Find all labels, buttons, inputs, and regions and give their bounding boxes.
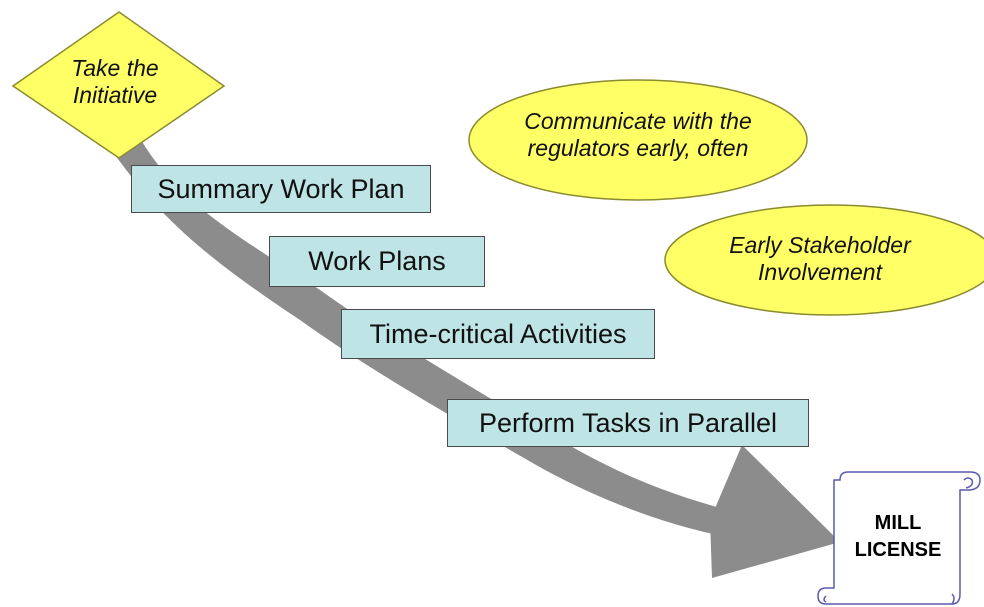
step-time-critical-activities: Time-critical Activities [341, 309, 655, 359]
license-line-2: LICENSE [854, 539, 942, 561]
stakeholder-line-2: Involvement [757, 259, 882, 286]
communicate-line-2: regulators early, often [527, 135, 749, 162]
start-line-2: Initiative [72, 82, 158, 109]
stakeholder-label: Early Stakeholder Involvement [680, 232, 960, 286]
start-diamond-label: Take the Initiative [40, 55, 190, 109]
communicate-label: Communicate with the regulators early, o… [478, 108, 798, 162]
stakeholder-ellipse [664, 204, 984, 316]
flow-arrow-head [710, 445, 840, 578]
license-scroll [817, 471, 981, 605]
license-label: MILL LICENSE [838, 510, 958, 564]
step-perform-tasks-in-parallel: Perform Tasks in Parallel [447, 399, 809, 447]
start-diamond [11, 11, 226, 159]
license-line-1: MILL [874, 512, 922, 534]
stakeholder-line-1: Early Stakeholder [729, 232, 911, 258]
communicate-line-1: Communicate with the [524, 108, 752, 134]
start-line-1: Take the [71, 55, 159, 81]
step-summary-work-plan: Summary Work Plan [131, 165, 431, 213]
step-work-plans: Work Plans [269, 236, 485, 287]
flow-arrow-body [108, 120, 745, 540]
communicate-ellipse [468, 79, 808, 201]
